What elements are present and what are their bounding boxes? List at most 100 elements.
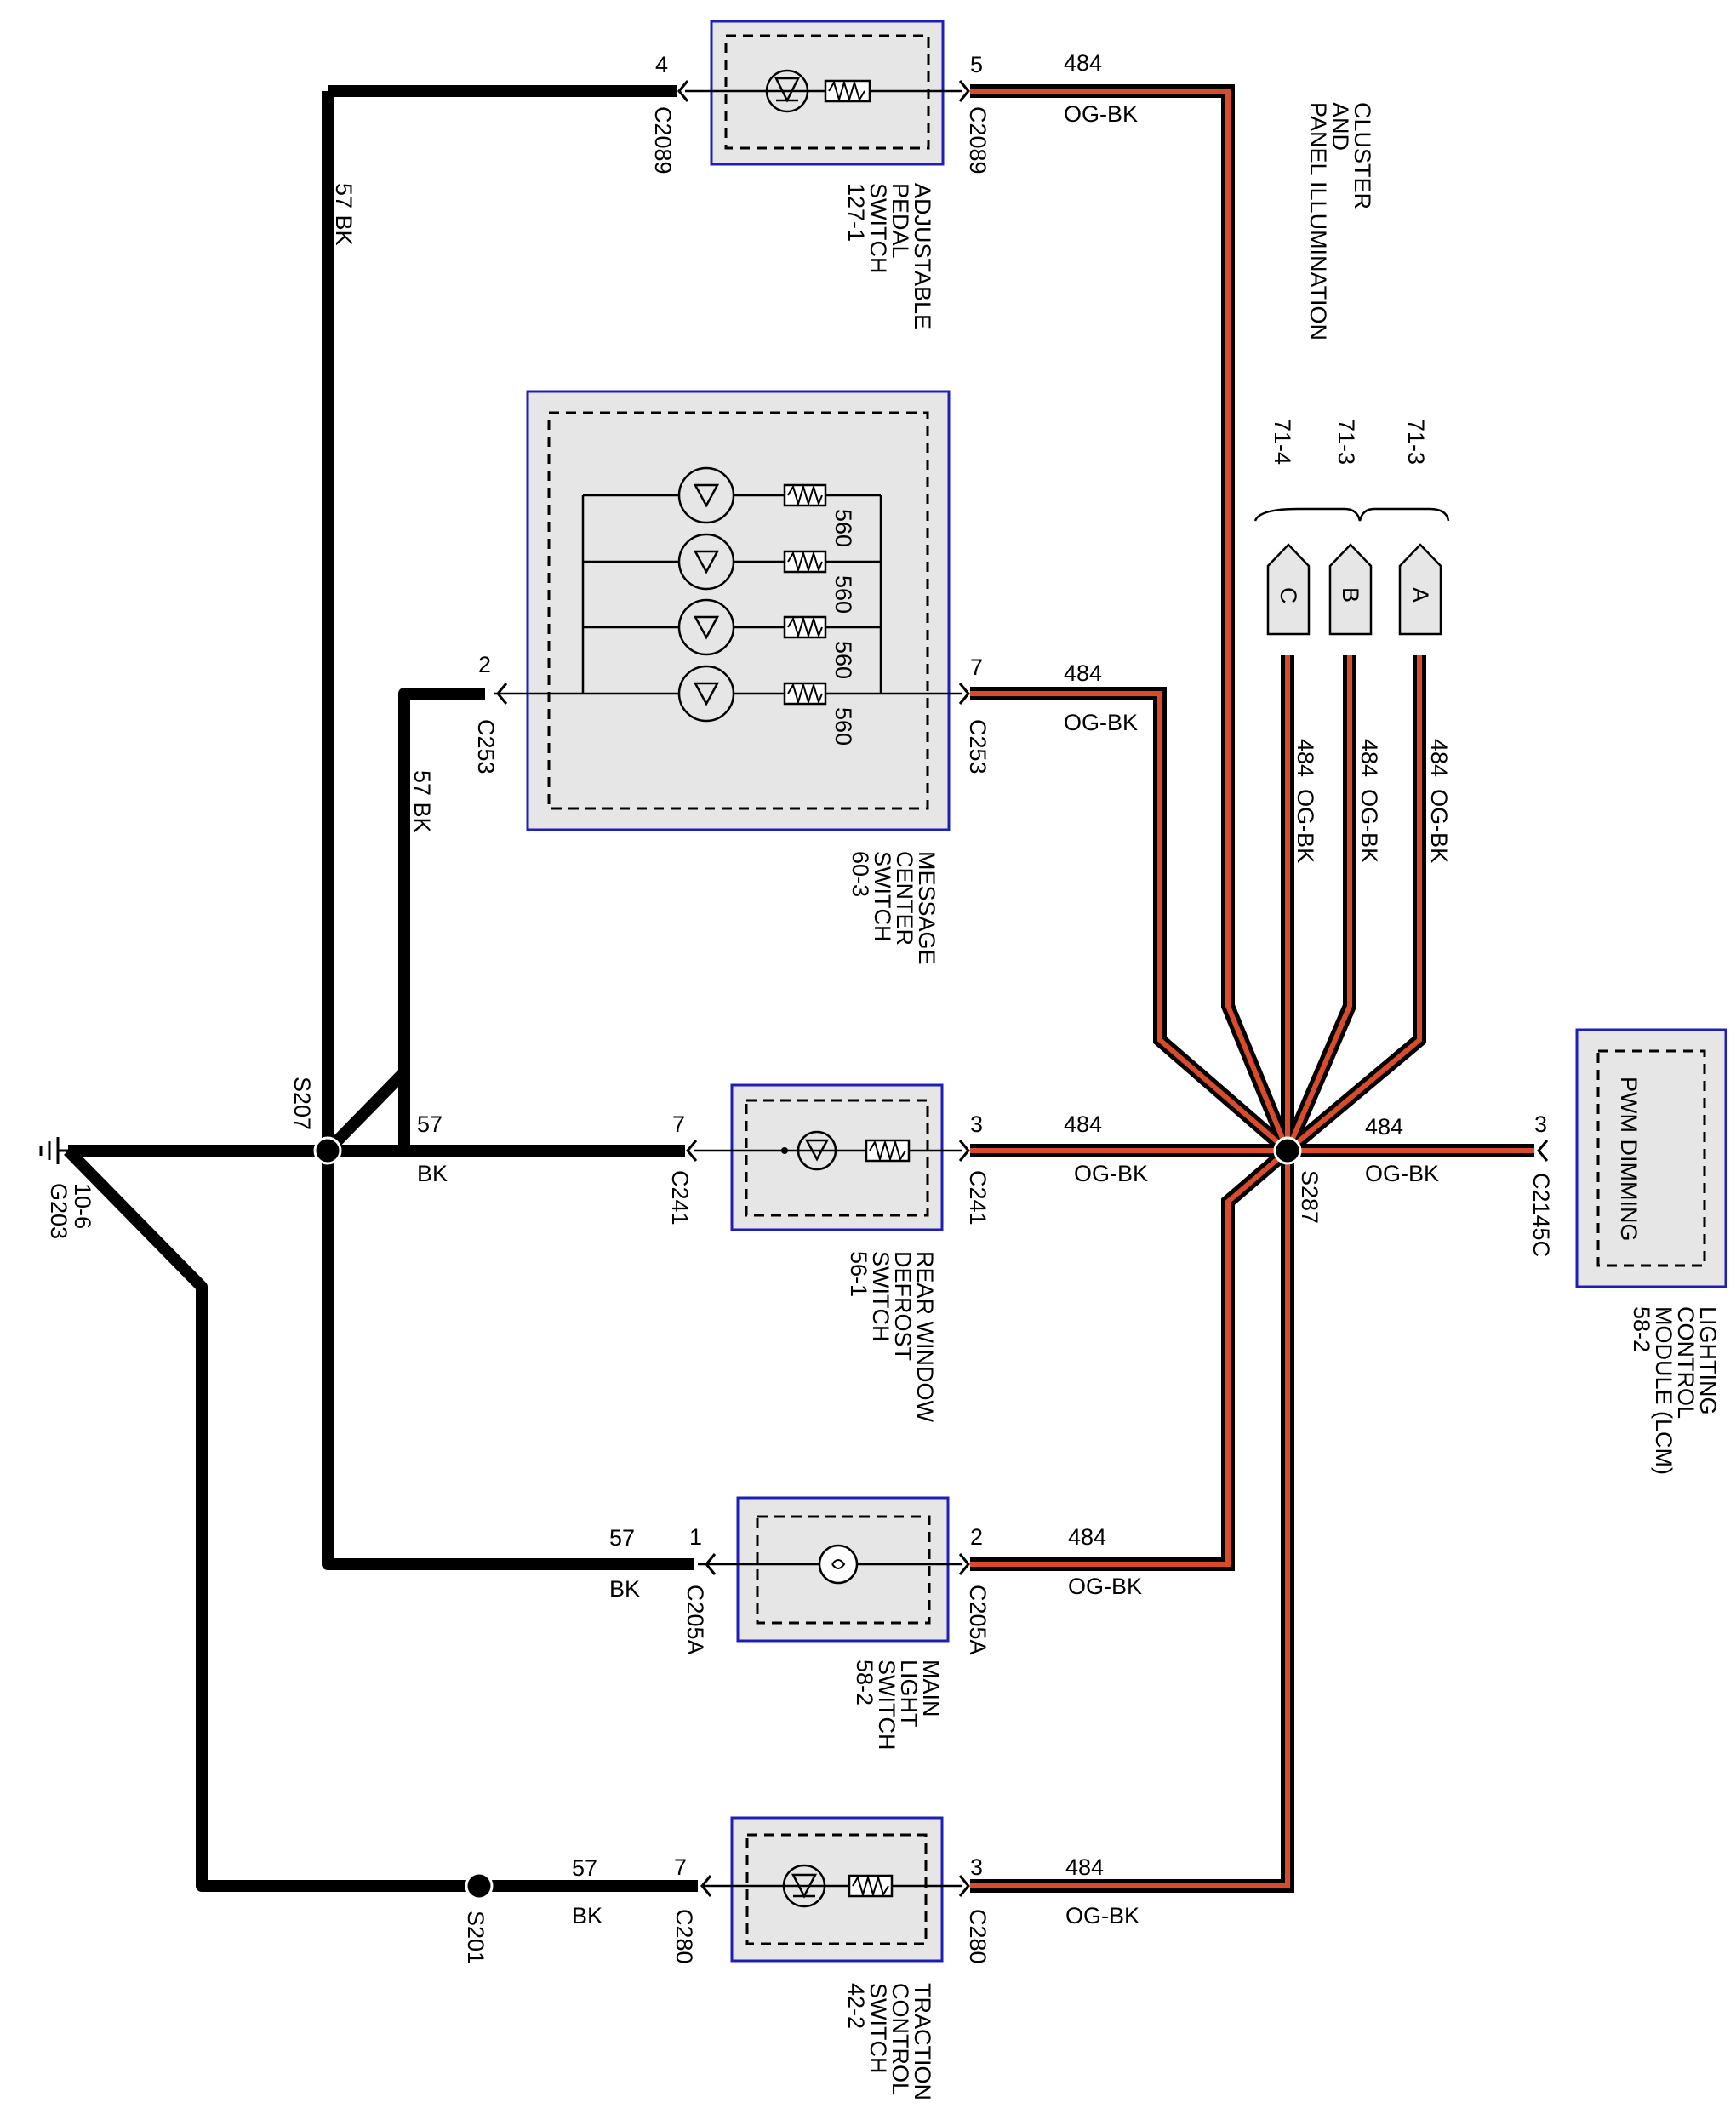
traction-ground-num: 57 [572, 1855, 597, 1881]
led-icon [782, 1864, 826, 1908]
pedal-pin-right: 5 [970, 52, 983, 77]
lcm-name: LIGHTING CONTROL MODULE (LCM) 58-2 [1629, 1306, 1721, 1475]
connector-arrow-icon [958, 1140, 970, 1162]
ground-id: G203 [46, 1183, 71, 1239]
title-line-3: PANEL ILLUMINATION [1305, 102, 1331, 340]
lcm-signal-color: OG-BK [1365, 1161, 1439, 1186]
svg-text:CONTROL: CONTROL [1673, 1306, 1699, 1419]
traction-pin-left: 7 [674, 1854, 687, 1880]
message-pin-right: 7 [970, 654, 983, 680]
led-icon [797, 1130, 837, 1171]
traction-conn-left: C280 [671, 1909, 697, 1964]
svg-text:REAR WINDOW: REAR WINDOW [912, 1251, 938, 1423]
splice-s201-label: S201 [463, 1911, 488, 1964]
svg-text:SWITCH: SWITCH [865, 1983, 891, 2073]
continuation-ref-c: 71-4 [1270, 419, 1295, 465]
pedal-conn-right: C2089 [965, 106, 991, 174]
continuation-b[interactable]: B [1328, 543, 1373, 636]
defrost-pin-right: 3 [970, 1111, 983, 1137]
svg-text:LIGHT: LIGHT [896, 1660, 922, 1728]
circuit-vertical-label-lower: 57 BK [409, 770, 435, 833]
connector-arrow-icon [677, 80, 689, 102]
connector-arrow-icon [705, 1553, 717, 1575]
adjustable-pedal-switch[interactable]: 4 5 C2089 C2089 ADJUSTABLE PEDAL SWITCH … [650, 20, 991, 329]
svg-text:58-2: 58-2 [1629, 1306, 1654, 1352]
svg-text:LIGHTING: LIGHTING [1695, 1306, 1721, 1415]
continuation-ref-b: 71-3 [1333, 419, 1359, 465]
svg-text:DEFROST: DEFROST [890, 1251, 916, 1361]
rear-window-defrost-switch[interactable]: 7 3 C241 C241 REAR WINDOW DEFROST SWITCH… [667, 1083, 991, 1423]
resistor-icon [824, 79, 871, 103]
lighting-control-module[interactable]: PWM DIMMING 3 C2145C LIGHTING CONTROL MO… [1528, 1028, 1727, 1475]
main-light-pin-left: 1 [689, 1524, 702, 1550]
svg-text:127-1: 127-1 [843, 183, 869, 242]
splice-s207-dot [313, 1136, 342, 1165]
message-signal-color: OG-BK [1064, 710, 1138, 735]
main-light-ground-color: BK [609, 1576, 640, 1602]
diagram-title: CLUSTER AND PANEL ILLUMINATION [1305, 102, 1375, 340]
main-light-ground-num: 57 [609, 1525, 635, 1551]
signal-wiring [970, 84, 1534, 1893]
ground-icon [39, 1137, 68, 1164]
svg-text:CONTROL: CONTROL [888, 1983, 913, 2095]
ground-label: G203 10-6 [46, 1183, 95, 1239]
defrost-pin-left: 7 [672, 1111, 685, 1137]
branch-a-label: 484OG-BK [1426, 739, 1452, 863]
svg-text:ADJUSTABLE: ADJUSTABLE [910, 183, 935, 329]
svg-text:SWITCH: SWITCH [870, 851, 895, 941]
defrost-conn-right: C241 [965, 1170, 991, 1226]
branch-b-label: 484OG-BK [1356, 739, 1382, 863]
resistor-icon [865, 1139, 911, 1163]
traction-ground-color: BK [572, 1903, 602, 1928]
traction-signal-color: OG-BK [1065, 1903, 1139, 1928]
traction-pin-right: 3 [970, 1854, 983, 1880]
continuation-b-letter: B [1338, 587, 1363, 603]
rear-defrost-ground-num: 57 [417, 1111, 443, 1137]
continuation-c[interactable]: C [1266, 543, 1311, 636]
main-light-pin-right: 2 [970, 1524, 983, 1550]
pedal-signal-num: 484 [1064, 50, 1102, 76]
splice-s207-label: S207 [289, 1077, 315, 1130]
svg-text:42-2: 42-2 [843, 1983, 869, 2029]
svg-text:SWITCH: SWITCH [868, 1251, 894, 1341]
traction-signal-num: 484 [1065, 1854, 1104, 1880]
title-line-1: CLUSTER [1350, 102, 1375, 209]
svg-text:MODULE (LCM): MODULE (LCM) [1651, 1306, 1676, 1475]
pedal-signal-color: OG-BK [1064, 101, 1138, 127]
main-light-signal-num: 484 [1068, 1524, 1106, 1550]
traction-conn-right: C280 [965, 1909, 991, 1964]
traction-name: TRACTION CONTROL SWITCH 42-2 [843, 1983, 935, 2100]
led-icon [765, 69, 809, 113]
ground-wiring [64, 85, 698, 1892]
continuation-a[interactable]: A [1398, 543, 1442, 636]
connector-arrow-icon [958, 683, 970, 705]
main-light-switch[interactable]: 1 2 C205A C205A MAIN LIGHT SWITCH 58-2 [682, 1496, 991, 1750]
lcm-pin: 3 [1534, 1111, 1547, 1137]
resistor-value-3: 560 [831, 641, 856, 679]
rear-defrost-ground-color: BK [417, 1161, 448, 1186]
svg-text:MESSAGE: MESSAGE [914, 851, 939, 965]
continuation-a-letter: A [1408, 587, 1433, 603]
traction-control-switch[interactable]: 7 3 C280 C280 TRACTION CONTROL SWITCH 42… [671, 1816, 991, 2100]
connector-arrow-icon [496, 683, 508, 705]
continuation-ref-a: 71-3 [1403, 419, 1429, 465]
connector-arrow-icon [1537, 1140, 1549, 1162]
connector-arrow-icon [958, 1875, 970, 1897]
pedal-conn-left: C2089 [650, 106, 676, 174]
svg-text:MAIN: MAIN [918, 1660, 944, 1717]
defrost-name: REAR WINDOW DEFROST SWITCH 56-1 [846, 1251, 938, 1423]
ground-ref: 10-6 [70, 1183, 95, 1229]
continuation-brace [1253, 507, 1450, 522]
svg-text:TRACTION: TRACTION [910, 1983, 935, 2100]
svg-text:CENTER: CENTER [892, 851, 917, 946]
main-light-signal-color: OG-BK [1068, 1574, 1142, 1599]
resistor-value-1: 560 [831, 509, 856, 547]
svg-text:58-2: 58-2 [852, 1660, 877, 1705]
resistor-value-2: 560 [831, 575, 856, 614]
defrost-signal-num: 484 [1064, 1111, 1102, 1137]
main-light-conn-left: C205A [682, 1585, 708, 1655]
svg-text:SWITCH: SWITCH [874, 1660, 899, 1750]
connector-arrow-icon [686, 1140, 698, 1162]
message-center-switch[interactable]: 560 560 560 560 2 7 C253 C253 MESSAGE CE… [473, 390, 991, 965]
